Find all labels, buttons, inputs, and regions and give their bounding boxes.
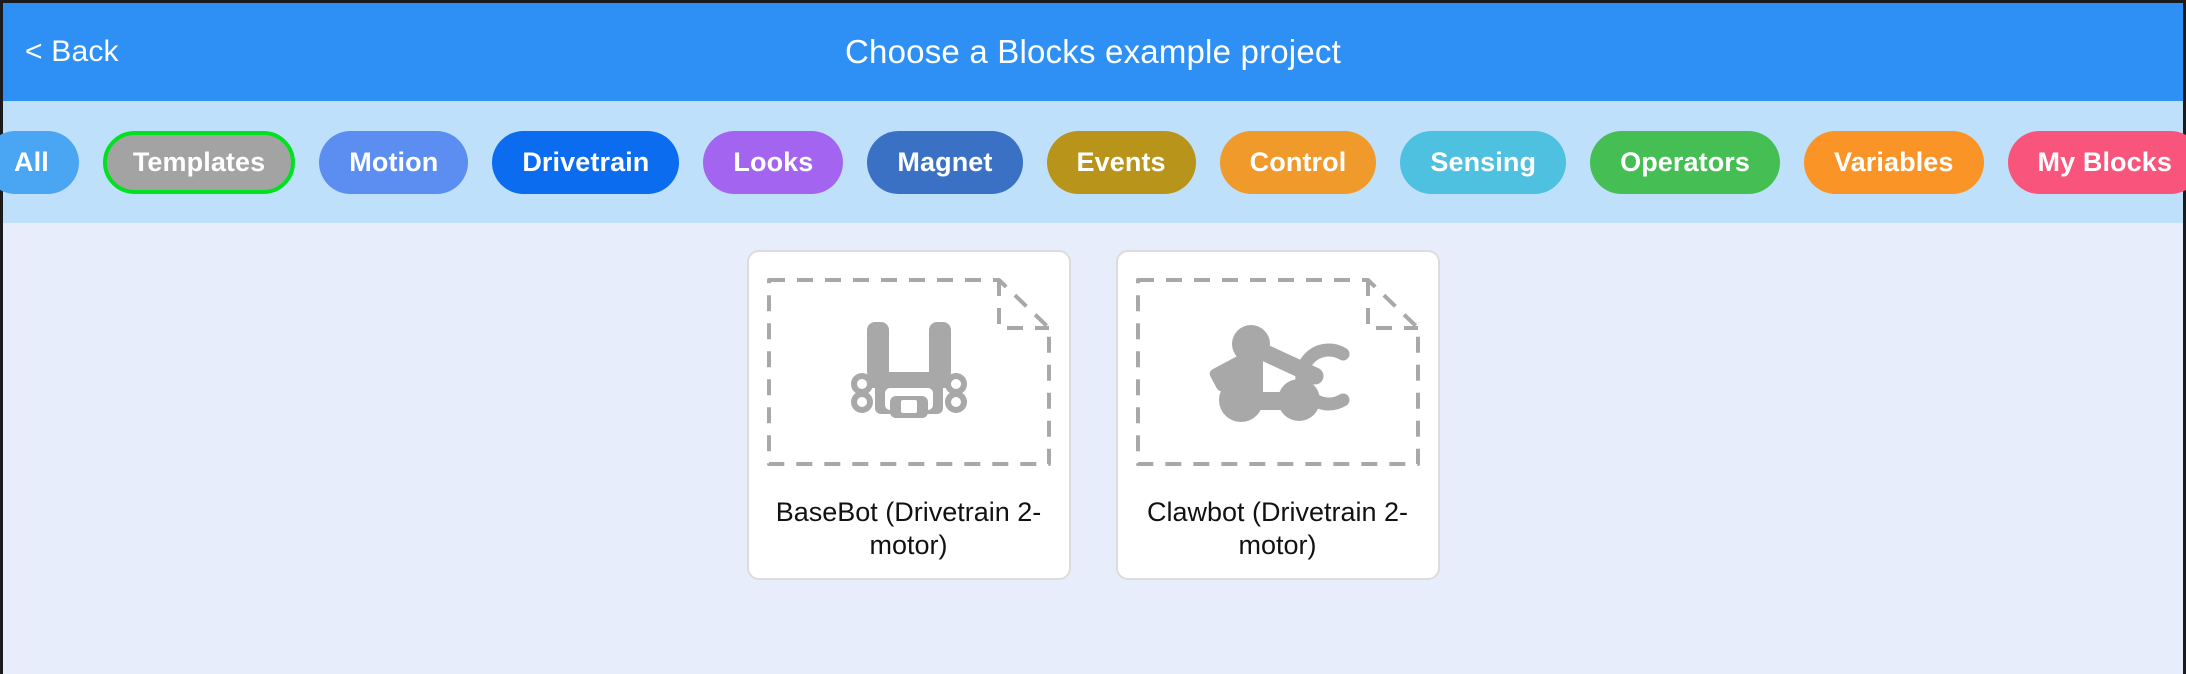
category-pill-my-blocks[interactable]: My Blocks: [2007, 130, 2186, 194]
category-pill-looks[interactable]: Looks: [703, 130, 844, 194]
project-card[interactable]: BaseBot (Drivetrain 2-motor): [746, 250, 1071, 580]
page-title: Choose a Blocks example project: [845, 33, 1341, 70]
category-pill-drivetrain[interactable]: Drivetrain: [492, 130, 680, 194]
project-card[interactable]: Clawbot (Drivetrain 2-motor): [1115, 250, 1440, 580]
category-pill-operators[interactable]: Operators: [1590, 130, 1781, 194]
dashed-file-outline-icon: [761, 272, 1057, 472]
header-bar: < Back Choose a Blocks example project: [3, 3, 2183, 101]
project-thumbnail: [761, 266, 1057, 478]
example-project-chooser: < Back Choose a Blocks example project A…: [0, 3, 2186, 674]
clawbot-robot-icon: [1203, 320, 1353, 424]
category-pill-events[interactable]: Events: [1046, 130, 1196, 194]
basebot-robot-icon: [849, 318, 969, 426]
category-pill-motion[interactable]: Motion: [319, 130, 469, 194]
back-button[interactable]: < Back: [25, 35, 119, 68]
category-filter-bar: All Templates Motion Drivetrain Looks Magnet E…: [0, 101, 2186, 223]
category-pill-variables[interactable]: Variables: [1804, 130, 1984, 194]
category-pill-control[interactable]: Control: [1219, 130, 1377, 194]
project-thumbnail: [1130, 266, 1426, 478]
category-pill-all[interactable]: All: [0, 130, 79, 194]
dashed-file-outline-icon: [1130, 272, 1426, 472]
category-pill-magnet[interactable]: Magnet: [867, 130, 1023, 194]
project-card-label: Clawbot (Drivetrain 2-motor): [1146, 497, 1409, 560]
project-card-label: BaseBot (Drivetrain 2-motor): [775, 497, 1042, 560]
category-pill-sensing[interactable]: Sensing: [1400, 130, 1567, 194]
project-grid: BaseBot (Drivetrain 2-motor) Clawbot (Dr…: [3, 223, 2183, 674]
category-pill-templates[interactable]: Templates: [102, 130, 296, 194]
